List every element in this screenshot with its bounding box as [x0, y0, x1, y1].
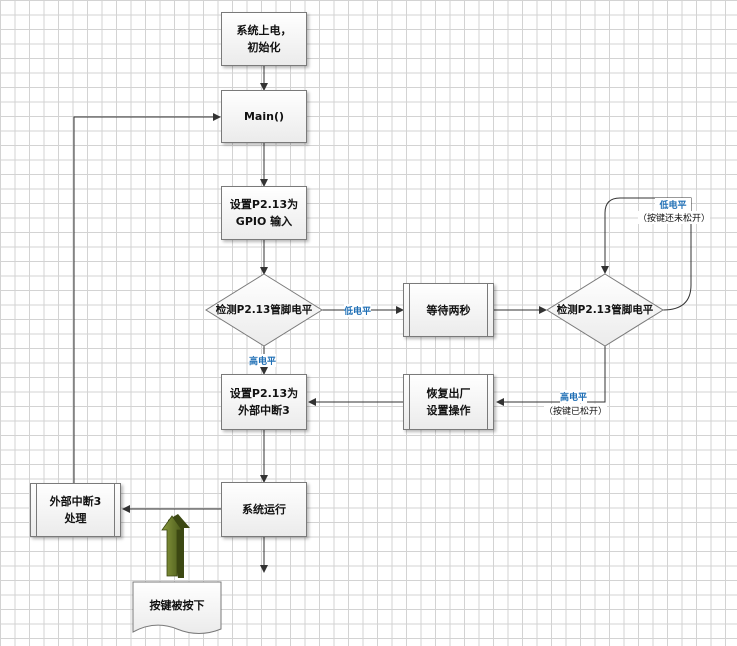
document-shape	[132, 581, 222, 634]
edge-label-low-1: 低电平	[344, 304, 372, 317]
edge-label-low-2-note: （按键还未松开）	[638, 211, 711, 224]
interrupt-handler-node: 外部中断3 处理	[30, 483, 121, 537]
up-arrow-icon	[161, 514, 190, 578]
detect-level-label-1: 检测P2.13管脚电平	[215, 304, 313, 316]
key-pressed-label: 按键被按下	[149, 599, 205, 612]
edge-label-low-2: 低电平	[655, 198, 691, 211]
power-on-init-node: 系统上电， 初始化	[221, 12, 307, 66]
system-run-node: 系统运行	[221, 482, 307, 537]
edge-detect2-to-restore	[496, 346, 606, 406]
decision-diamond-2	[546, 273, 664, 347]
set-gpio-input-node: 设置P2.13为 GPIO 输入	[221, 186, 307, 240]
edge-label-high-2-note: （按键已松开）	[544, 404, 608, 417]
factory-reset-node: 恢复出厂 设置操作	[403, 374, 494, 430]
decision-diamond-1	[205, 273, 323, 347]
edge-label-high-2: 高电平	[560, 390, 588, 403]
set-external-interrupt-node: 设置P2.13为 外部中断3	[221, 374, 307, 430]
detect-level-label-2: 检测P2.13管脚电平	[556, 304, 654, 316]
edge-handler-to-main	[73, 113, 221, 483]
main-node: Main()	[221, 90, 307, 143]
edge-label-high-1: 高电平	[249, 354, 277, 367]
wait-two-seconds-node: 等待两秒	[403, 283, 494, 337]
